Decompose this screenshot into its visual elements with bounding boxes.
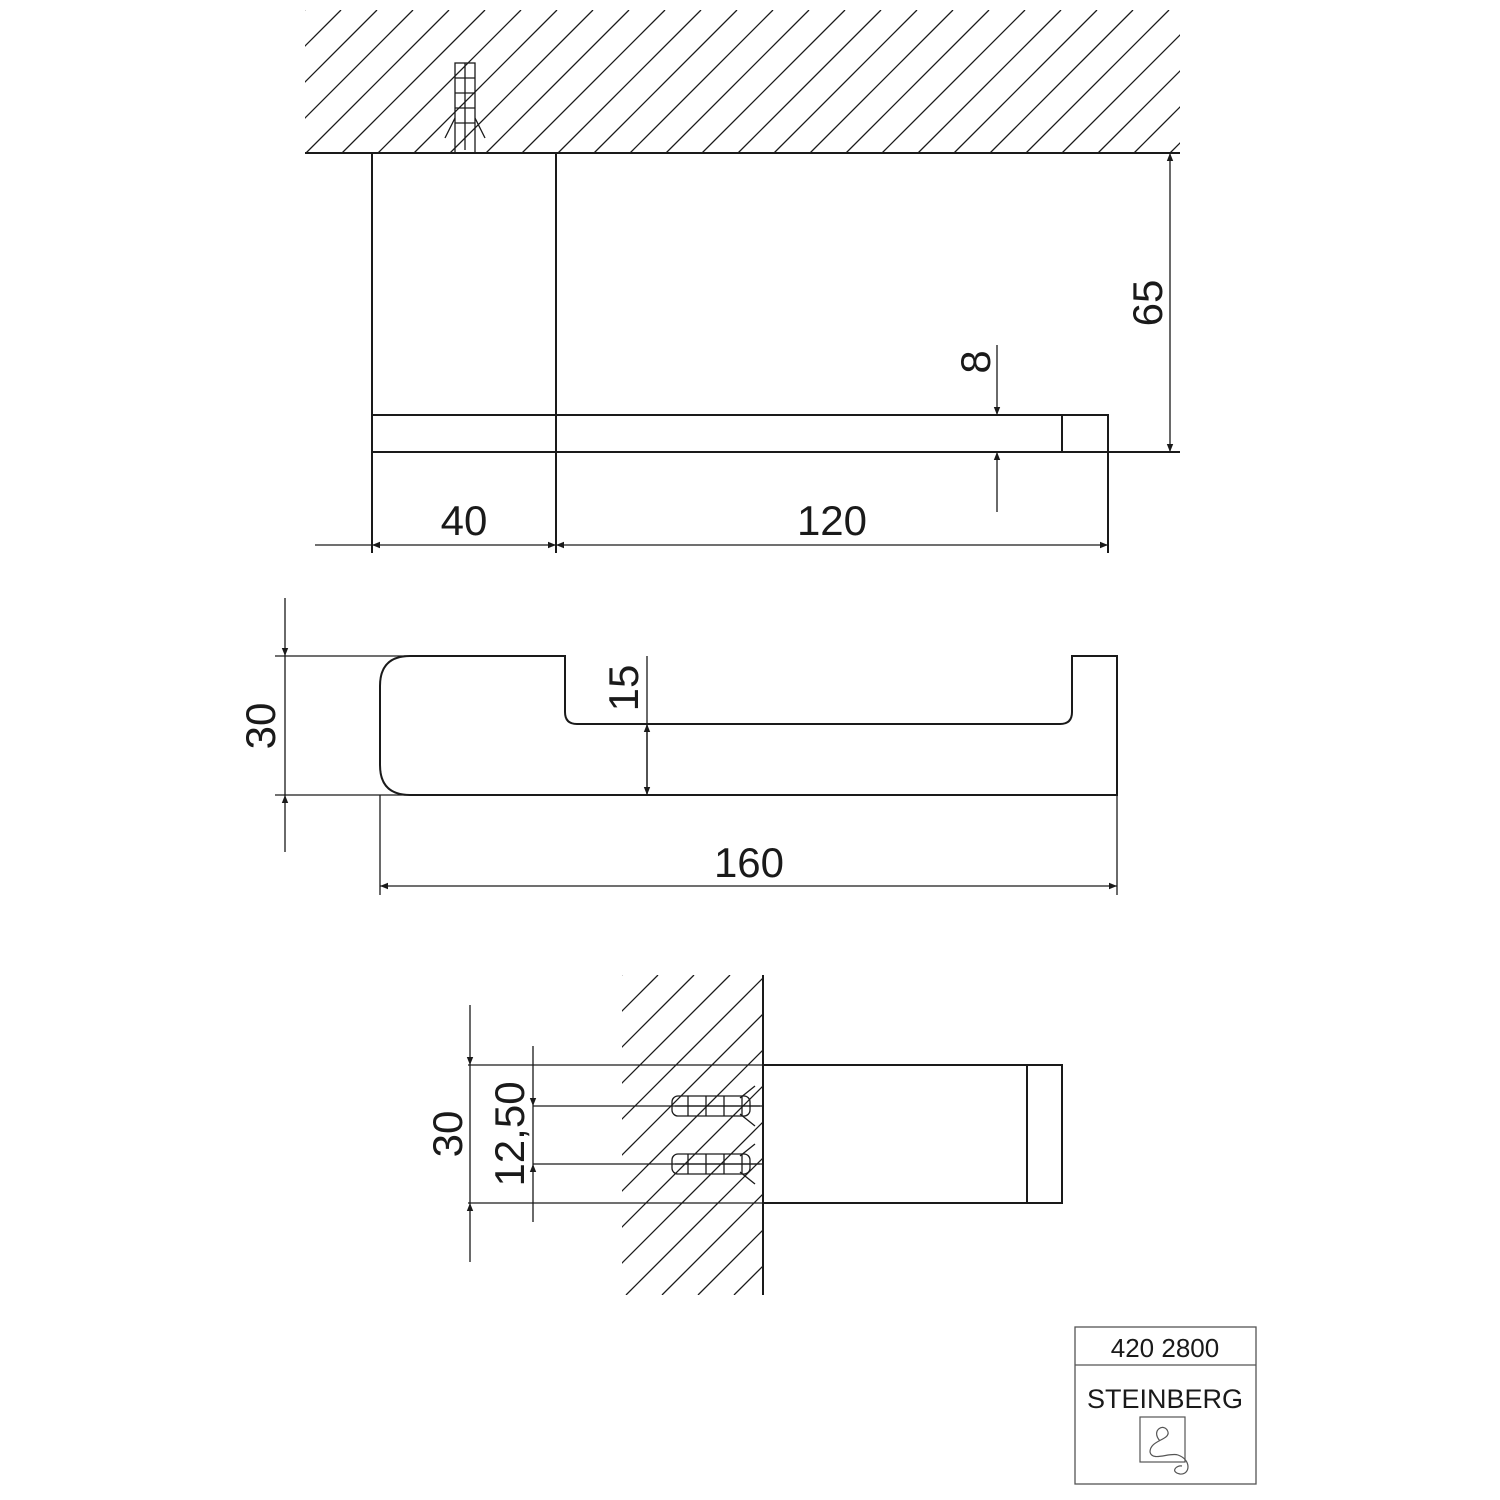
hatch-line bbox=[629, 10, 774, 153]
wall-hatch-top bbox=[305, 10, 1457, 153]
hatch-line bbox=[878, 975, 1198, 1295]
wall-anchor-icons bbox=[671, 1085, 760, 1185]
hatch-line bbox=[809, 10, 954, 153]
hatch-line bbox=[413, 10, 558, 153]
hatch-line bbox=[1025, 10, 1170, 153]
hatch-line bbox=[986, 975, 1306, 1295]
dim-slot-depth: 15 bbox=[600, 665, 647, 712]
hatch-line bbox=[1061, 34, 1180, 153]
hatch-line bbox=[1133, 106, 1180, 153]
title-block: 420 2800 STEINBERG bbox=[1074, 1326, 1257, 1485]
holder-profile bbox=[379, 655, 1118, 796]
dim-mount-height: 30 bbox=[424, 1111, 471, 1158]
hatch-line bbox=[305, 10, 306, 11]
hatch-line bbox=[950, 975, 1270, 1295]
dim-projection: 65 bbox=[1124, 280, 1171, 327]
hatch-line bbox=[521, 10, 666, 153]
hatch-line bbox=[1206, 10, 1349, 153]
hatch-line bbox=[1169, 142, 1180, 153]
hatch-line bbox=[622, 975, 731, 1084]
dim-bar-thickness: 8 bbox=[952, 350, 999, 373]
hatch-line bbox=[773, 10, 918, 153]
hatch-line bbox=[485, 10, 630, 153]
dim-plate-width: 40 bbox=[441, 497, 488, 544]
dim-hole-spacing: 12,50 bbox=[486, 1081, 533, 1186]
bar-outline bbox=[371, 414, 1109, 453]
hatch-line bbox=[305, 10, 342, 47]
hatch-line bbox=[881, 10, 1026, 153]
hatch-line bbox=[1278, 10, 1421, 153]
hatch-line bbox=[341, 10, 486, 153]
hatch-line bbox=[917, 10, 1062, 153]
mount-view: 30 12,50 bbox=[424, 975, 1378, 1295]
brand-logo-icon bbox=[1139, 1416, 1189, 1475]
wall-hatch-mount bbox=[622, 975, 1378, 1295]
hatch-line bbox=[806, 975, 1126, 1295]
dim-bar-length: 120 bbox=[797, 497, 867, 544]
hatch-line bbox=[305, 10, 414, 119]
hatch-line bbox=[1242, 10, 1385, 153]
side-view: 30 15 160 bbox=[237, 598, 1118, 895]
hatch-line bbox=[842, 975, 1162, 1295]
hatch-line bbox=[622, 1085, 763, 1228]
hatch-line bbox=[697, 1229, 763, 1295]
hatch-line bbox=[622, 977, 763, 1120]
hatch-line bbox=[305, 10, 450, 153]
hatch-line bbox=[665, 10, 810, 153]
hatch-line bbox=[305, 10, 378, 83]
hatch-line bbox=[1022, 975, 1342, 1295]
hatch-line bbox=[622, 1013, 763, 1156]
hatch-line bbox=[733, 1265, 763, 1295]
top-view: 65 8 40 120 bbox=[305, 10, 1457, 553]
hatch-line bbox=[989, 10, 1134, 153]
hatch-line bbox=[770, 975, 1090, 1295]
anchor-icon bbox=[671, 1143, 760, 1185]
hatch-line bbox=[1314, 10, 1457, 153]
hatch-line bbox=[914, 975, 1234, 1295]
hatch-line bbox=[845, 10, 990, 153]
hatch-line bbox=[622, 1049, 763, 1192]
hatch-line bbox=[622, 1121, 763, 1264]
hatch-line bbox=[1097, 70, 1180, 153]
hatch-line bbox=[737, 10, 882, 153]
hatch-line bbox=[557, 10, 702, 153]
hatch-line bbox=[661, 1193, 763, 1295]
plate-outline bbox=[762, 1064, 1063, 1204]
hatch-line bbox=[1058, 975, 1378, 1295]
dim-height: 30 bbox=[237, 703, 284, 750]
hatch-line bbox=[701, 10, 846, 153]
hatch-line bbox=[625, 1157, 763, 1295]
hatch-line bbox=[449, 10, 594, 153]
hatch-line bbox=[622, 975, 695, 1048]
brand-name: STEINBERG bbox=[1087, 1384, 1243, 1414]
hatch-line bbox=[593, 10, 738, 153]
article-number: 420 2800 bbox=[1111, 1333, 1219, 1363]
hatch-line bbox=[953, 10, 1098, 153]
hatch-line bbox=[377, 10, 522, 153]
dim-total-length: 160 bbox=[714, 839, 784, 886]
anchor-icon bbox=[671, 1085, 760, 1127]
wall-anchor-icon bbox=[444, 62, 486, 154]
